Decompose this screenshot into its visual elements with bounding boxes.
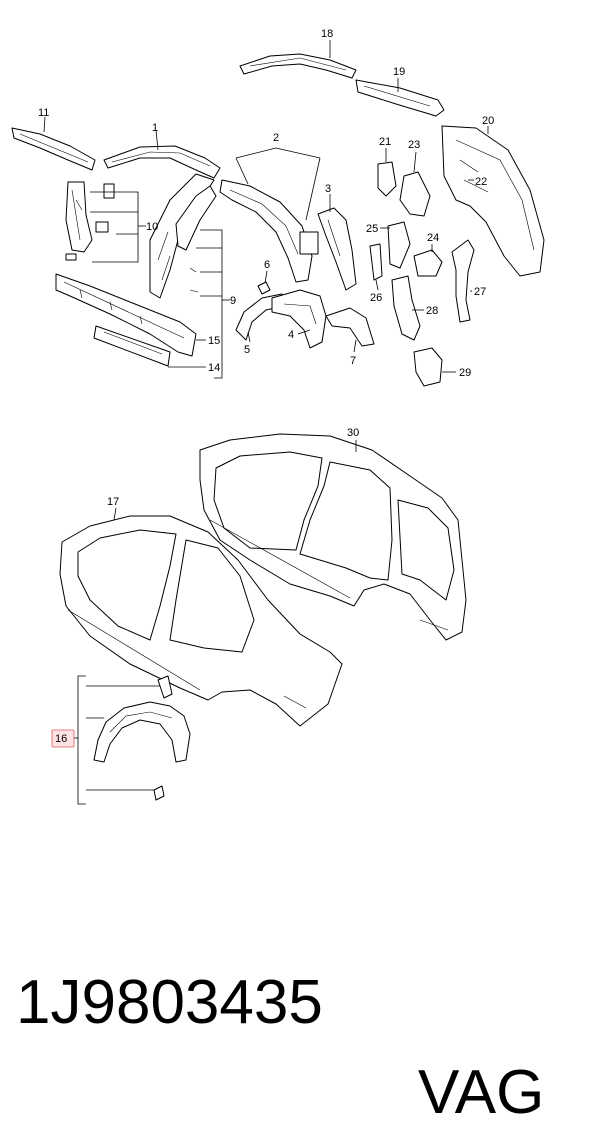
label-24: 24: [427, 232, 439, 244]
label-30: 30: [347, 427, 359, 439]
brand-name: VAG: [418, 1058, 545, 1127]
part-6: [257, 270, 271, 295]
label-20: 20: [482, 115, 494, 127]
label-5: 5: [244, 344, 250, 356]
label-10: 10: [146, 221, 158, 233]
label-3: 3: [325, 183, 331, 195]
label-16: 16: [55, 733, 67, 745]
part-16-group: [72, 675, 191, 805]
parts-diagram: 18 19 11 1 2 20 21 23 22 3 10 25 24 6 27…: [11, 28, 545, 805]
label-15: 15: [208, 335, 220, 347]
label-6: 6: [264, 259, 270, 271]
label-28: 28: [426, 305, 438, 317]
part-2: [219, 147, 321, 283]
label-25: 25: [366, 223, 378, 235]
part-3: [317, 194, 357, 291]
part-30: [199, 433, 467, 641]
label-7: 7: [350, 355, 356, 367]
part-7: [325, 307, 375, 353]
part-11: [11, 116, 96, 171]
part-18: [239, 40, 357, 79]
label-22: 22: [475, 176, 487, 188]
part-14: [93, 325, 206, 368]
label-29: 29: [459, 367, 471, 379]
label-26: 26: [370, 292, 382, 304]
part-15: [55, 273, 206, 357]
label-18: 18: [321, 28, 333, 40]
part-25: [380, 221, 411, 269]
label-27: 27: [474, 286, 486, 298]
label-17: 17: [107, 496, 119, 508]
part-10-group: [65, 181, 146, 263]
part-19: [355, 78, 445, 117]
part-28: [391, 275, 424, 341]
label-19: 19: [393, 66, 405, 78]
label-1: 1: [152, 122, 158, 134]
label-21: 21: [379, 136, 391, 148]
part-26: [369, 243, 383, 291]
part-1: [103, 129, 221, 179]
part-21: [377, 148, 397, 197]
label-4: 4: [288, 329, 294, 341]
part-4: [271, 289, 327, 349]
part-27: [451, 239, 475, 323]
part-23: [399, 151, 431, 217]
highlight-box-16: [51, 729, 75, 748]
part-24: [413, 244, 443, 277]
label-23: 23: [408, 139, 420, 151]
label-9: 9: [230, 295, 236, 307]
label-14: 14: [208, 362, 220, 374]
part-17: [59, 507, 343, 727]
part-29: [413, 347, 456, 387]
part-9-group: [149, 173, 230, 379]
label-2: 2: [273, 132, 279, 144]
part-number: 1J9803435: [16, 968, 323, 1037]
label-11: 11: [38, 107, 49, 119]
part-20: [441, 125, 545, 277]
caption: 1J9803435 VAG: [0, 868, 600, 1127]
